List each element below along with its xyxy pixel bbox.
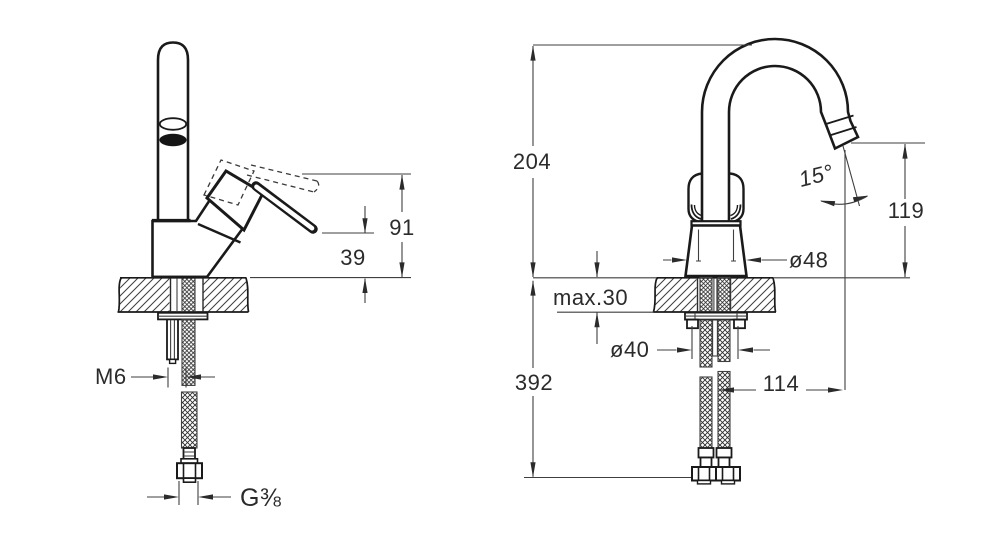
hose-nut-right <box>715 466 741 482</box>
hose-nut <box>176 462 203 480</box>
side-dimensions: 91 39 M6 G⅜ <box>95 173 414 512</box>
dim-max30-label: max.30 <box>553 285 628 310</box>
dim-392-label: 392 <box>515 370 553 395</box>
supply-hose <box>180 391 198 449</box>
dim-dia40-label: ø40 <box>610 337 649 362</box>
side-supply <box>157 311 209 484</box>
dim-39-label: 39 <box>340 245 365 270</box>
aerator-outlet <box>159 133 187 147</box>
spout-aerator-rings <box>825 114 857 137</box>
faucet-cone <box>684 224 748 278</box>
m6-label: M6 <box>95 364 127 389</box>
supply-hose-right <box>717 319 731 363</box>
supply-hose-left <box>699 319 713 368</box>
front-faucet <box>684 37 860 279</box>
dim-dia48-label: ø48 <box>789 248 828 273</box>
front-dimensions: 204 392 max.30 ø40 ø48 114 <box>513 44 925 479</box>
dim-204-label: 204 <box>513 149 551 174</box>
dim-91-label: 91 <box>389 215 414 240</box>
spout-cylinder <box>156 41 190 221</box>
shank-thread <box>181 276 196 314</box>
front-view: 204 392 max.30 ø40 ø48 114 <box>513 37 925 485</box>
side-view: 91 39 M6 G⅜ <box>95 41 414 512</box>
spout-curve <box>700 37 860 227</box>
lever-handle-raised-dashed <box>203 159 320 206</box>
m6-stud-front <box>712 319 718 357</box>
hose-nut-left <box>691 466 717 482</box>
g38-label: G⅜ <box>240 484 281 512</box>
dim-119-label: 119 <box>888 198 925 223</box>
side-countertop <box>117 275 250 314</box>
side-faucet <box>151 41 320 279</box>
threaded-shank <box>181 318 196 386</box>
dim-114-label: 114 <box>763 371 800 396</box>
lever-handle-core <box>254 184 315 231</box>
front-countertop <box>652 276 777 314</box>
aerator-ring <box>158 117 188 131</box>
m6-fixing-stud <box>166 318 179 361</box>
dim-angle-label: 15° <box>796 159 836 192</box>
cartridge-collar <box>197 222 241 244</box>
